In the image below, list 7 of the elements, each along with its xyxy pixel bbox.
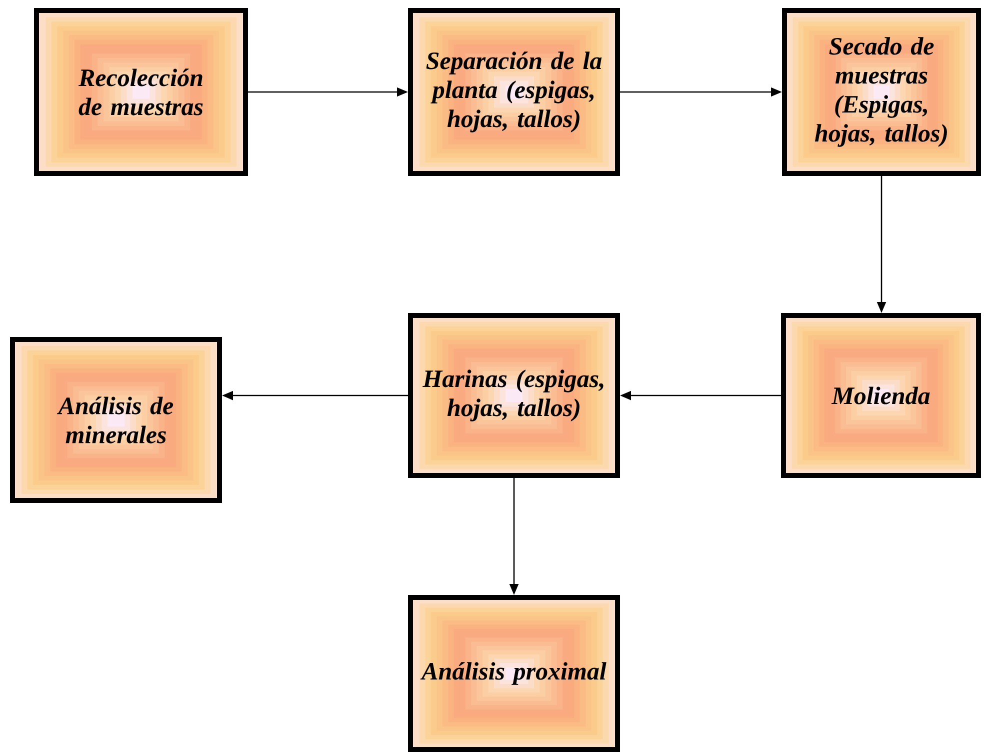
process-box: Secado de muestras (Espigas, hojas, tallos)	[782, 8, 981, 176]
process-box: Análisis proximal	[408, 595, 620, 752]
process-box: Harinas (espigas, hojas, tallos)	[408, 313, 620, 478]
process-box: Análisis de minerales	[10, 337, 222, 503]
process-box: Recolección de muestras	[34, 8, 248, 176]
process-box: Molienda	[781, 313, 981, 478]
process-box: Separación de la planta (espigas, hojas, tallos)	[408, 8, 620, 176]
